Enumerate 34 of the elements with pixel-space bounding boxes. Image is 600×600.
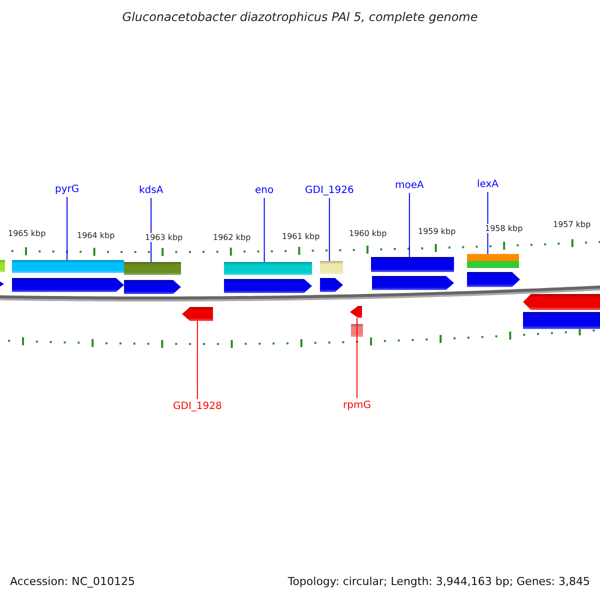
leader-line (328, 198, 330, 262)
leader-line (487, 192, 488, 254)
leader-line (264, 198, 265, 262)
leader-line (356, 318, 358, 398)
leader-line (196, 320, 198, 400)
gene-bar (12, 260, 124, 273)
scale-label: 1960 kbp (349, 229, 387, 238)
title: Gluconacetobacter diazotrophicus PAl 5, complete genome (121, 10, 479, 24)
scale-label: 1959 kbp (418, 227, 456, 236)
scale-label: 1962 kbp (213, 233, 251, 242)
gene-bar (224, 262, 312, 275)
gene-bar (371, 257, 454, 272)
gene-bar (124, 262, 181, 275)
gene-label: rpmG (343, 399, 371, 412)
gene-label: moeA (395, 179, 424, 192)
gene-bar (320, 261, 343, 274)
scale-label: 1964 kbp (77, 231, 115, 240)
gene-label: pyrG (55, 183, 80, 196)
gene-label: GDI_1928 (173, 400, 222, 413)
scale-label: 1958 kbp (485, 224, 523, 233)
gene-label: lexA (477, 178, 499, 191)
gene-bar (467, 254, 519, 268)
scale-label: 1957 kbp (553, 220, 591, 229)
scale-label: 1965 kbp (8, 229, 46, 238)
gene-label: kdsA (139, 184, 164, 197)
leader-line (408, 192, 410, 258)
leader-line (150, 198, 152, 262)
accession-text: Accession: NC_010125 (10, 575, 136, 588)
gene-label: eno (255, 184, 274, 197)
gene-label: GDI_1926 (305, 184, 354, 197)
genome-info-text: Topology: circular; Length: 3,944,163 bp; Genes: 3,845 (288, 575, 590, 588)
leader-line (66, 196, 68, 260)
scale-label: 1963 kbp (145, 233, 183, 242)
scale-label: 1961 kbp (282, 232, 320, 241)
